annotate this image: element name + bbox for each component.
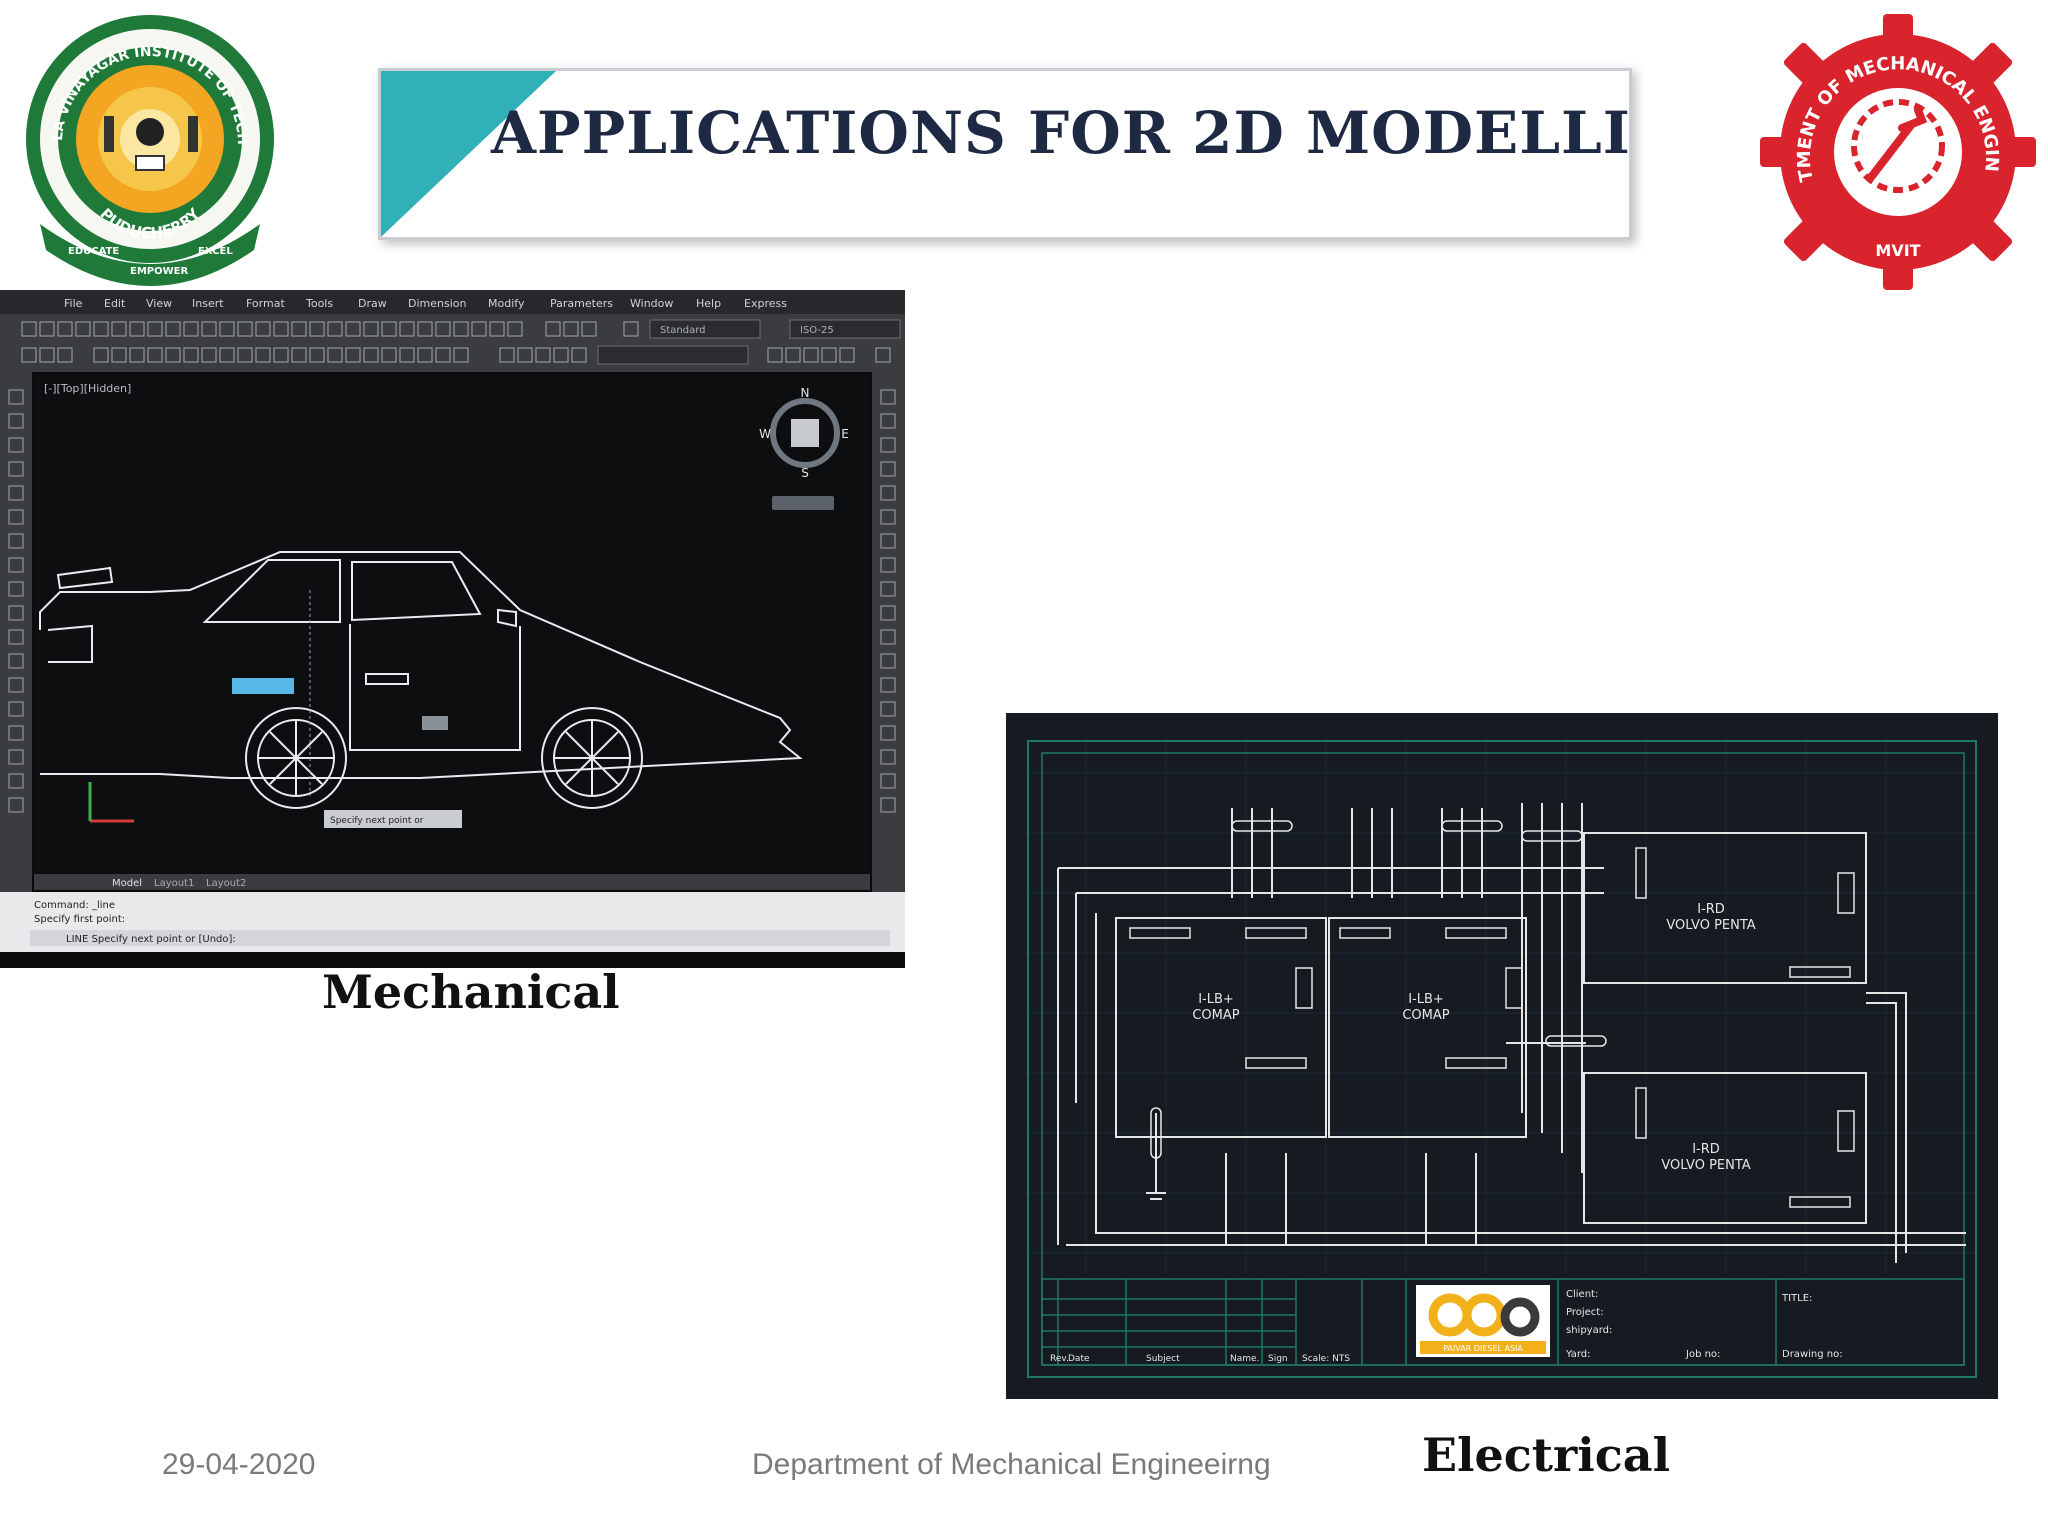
angle-input-box[interactable] [422,716,448,730]
motto-empower: EMPOWER [130,266,188,277]
car-drawing [39,551,803,809]
compass-n: N [801,386,810,400]
mechanical-cad-screenshot: File Edit View Insert Format Tools Draw … [0,290,905,968]
dept-abbr: MVIT [1875,241,1920,260]
menu-edit[interactable]: Edit [104,297,126,310]
slide-title: APPLICATIONS FOR 2D MODELLING [491,99,1632,167]
layout-tab-bar [34,874,870,890]
motto-excel: EXCEL [198,246,233,257]
electrical-schematic: I-RD VOLVO PENTA I-RD VOLVO PENTA I-LB+ … [1006,713,1998,1399]
panel-1-name: I-RD [1697,902,1725,917]
wiring [1057,803,1966,1263]
toolbar-icons[interactable] [21,321,891,363]
tab-layout2[interactable]: Layout2 [206,878,246,889]
footer-date: 29-04-2020 [162,1448,316,1481]
panel-1-maker: VOLVO PENTA [1666,918,1755,933]
viewport-label[interactable]: [-][Top][Hidden] [44,382,131,395]
controller-2-maker: COMAP [1402,1008,1449,1023]
menu-modify[interactable]: Modify [488,297,525,310]
drawing-frame [1027,740,1977,1378]
menu-format[interactable]: Format [246,297,285,310]
title-banner: APPLICATIONS FOR 2D MODELLING [378,68,1632,240]
pda-logo-icon [1428,1293,1540,1337]
controller-1-name: I-LB+ [1198,992,1234,1007]
text-style-value: Standard [660,325,706,336]
menu-file[interactable]: File [64,297,83,310]
company-name: PAIVAR DIESEL ASIA [1443,1344,1523,1353]
mechanical-caption: Mechanical [322,965,620,1019]
menu-parameters[interactable]: Parameters [550,297,613,310]
command-tooltip [324,810,462,828]
command-input[interactable] [30,930,890,946]
menu-view[interactable]: View [146,297,172,310]
motto-educate: EDUCATE [68,246,119,257]
tb-job: Job no: [1685,1349,1720,1360]
menu-express[interactable]: Express [744,297,787,310]
cad-window: File Edit View Insert Format Tools Draw … [0,290,905,952]
footer-department: Department of Mechanical Engineeirng [752,1448,1271,1481]
tb-project: Project: [1566,1307,1604,1318]
schematic-drawing: I-RD VOLVO PENTA I-RD VOLVO PENTA I-LB+ … [1026,733,1978,1378]
tab-layout1[interactable]: Layout1 [154,878,194,889]
compass-e: E [841,427,849,441]
command-line-1: Command: _line [34,900,115,911]
dynamic-input-box[interactable] [232,678,294,694]
command-line-3: LINE Specify next point or [Undo]: [66,934,236,945]
drawing-canvas[interactable] [34,374,870,890]
institute-logo: MANAKULA VINAYAGAR INSTITUTE OF TECHNOLO… [22,4,274,286]
controller-1-maker: COMAP [1192,1008,1239,1023]
wcs-menu[interactable] [772,496,834,510]
tb-scale: Scale: NTS [1302,1354,1350,1364]
viewcube-compass-icon[interactable]: N W E S [759,386,849,510]
title-block [1041,1278,1965,1366]
dim-style-value: ISO-25 [800,325,834,336]
compass-s: S [801,466,809,480]
controller-2-name: I-LB+ [1408,992,1444,1007]
menu-dimension[interactable]: Dimension [408,297,466,310]
tb-col-date: Date [1068,1354,1090,1364]
menu-help[interactable]: Help [696,297,721,310]
tb-yard: Yard: [1565,1349,1591,1360]
menu-tools[interactable]: Tools [305,297,333,310]
toolbar-area [0,314,905,372]
tb-client: Client: [1566,1289,1598,1300]
tb-title: TITLE: [1781,1293,1812,1304]
tb-col-name: Name. [1230,1354,1259,1364]
panel-2-name: I-RD [1692,1142,1720,1157]
menu-draw[interactable]: Draw [358,297,387,310]
sunburst-icon [98,87,202,191]
compass-w: W [759,427,771,441]
tab-model[interactable]: Model [112,878,142,889]
electrical-caption: Electrical [1422,1428,1671,1482]
command-line-2: Specify first point: [34,914,125,925]
department-logo: DEPARTMENT OF MECHANICAL ENGINEERING MVI… [1752,6,2036,290]
dim-style-dropdown[interactable] [789,319,901,339]
draw-toolbar[interactable] [0,372,32,892]
menu-window[interactable]: Window [630,297,673,310]
tb-col-rev: Rev. [1050,1354,1069,1364]
tooltip-prompt: Specify next point or [330,816,424,826]
menu-bar [0,290,905,314]
wrench-gear-icon [1851,99,1945,193]
text-style-dropdown[interactable] [649,319,761,339]
menu-insert[interactable]: Insert [192,297,224,310]
title-accent-shape [381,71,556,237]
tb-shipyard: shipyard: [1566,1325,1612,1336]
modify-toolbar[interactable] [872,372,905,892]
tb-col-sign: Sign [1268,1354,1288,1364]
panel-2-maker: VOLVO PENTA [1661,1158,1750,1173]
drawing-grid [1026,733,1978,1273]
tb-drawing-no: Drawing no: [1782,1349,1843,1360]
tb-col-subject: Subject [1146,1354,1180,1364]
layer-dropdown[interactable] [597,345,749,365]
